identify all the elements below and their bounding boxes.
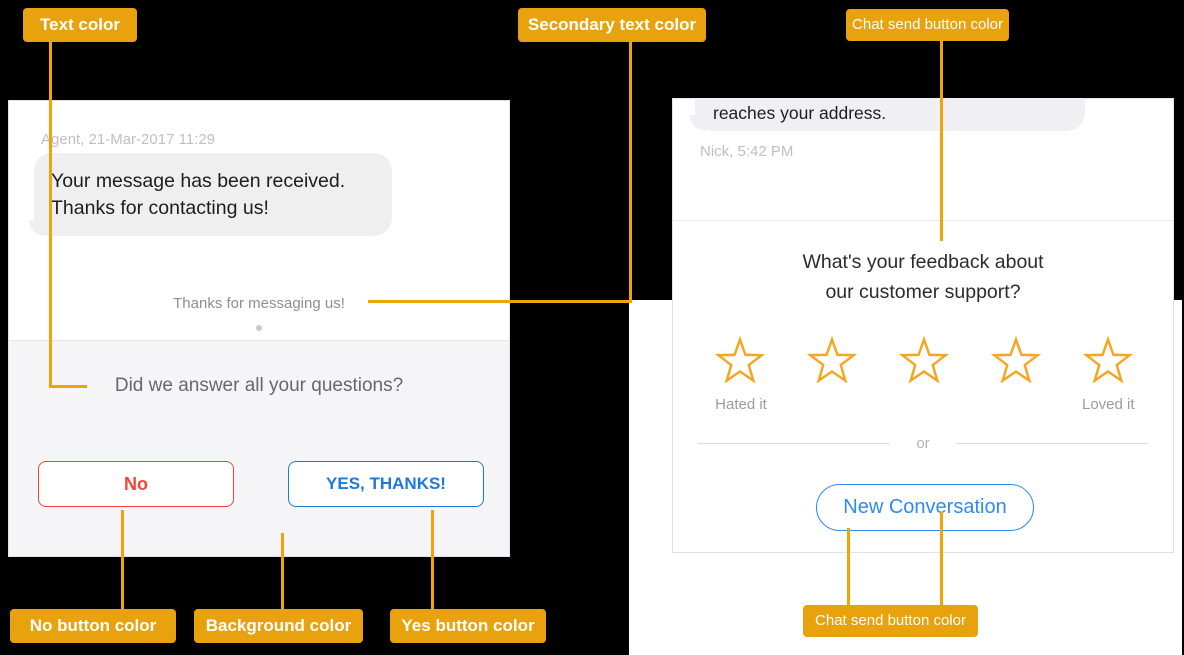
no-button-label: No [124,473,148,494]
no-button[interactable]: No [38,461,234,507]
annotation-background-color: Background color [194,609,363,643]
connector-new-conversation-right [940,512,943,606]
connector-yes-button [431,510,434,609]
bubble-tail [690,115,706,131]
agent-message-text: Your message has been received. Thanks f… [51,170,346,219]
bubble-tail [29,220,45,237]
divider-line [698,443,891,444]
or-divider: or [698,435,1148,452]
connector-no-button [121,510,124,609]
annotation-no-button-color: No button color [10,609,176,643]
agent-message-bubble: Your message has been received. Thanks f… [29,153,392,237]
rating-high-label: Loved it [1082,396,1135,413]
annotation-secondary-text-color: Secondary text color [518,8,706,42]
right-chat-panel: reaches your address. Nick, 5:42 PM What… [672,98,1174,553]
divider-line [955,443,1148,444]
star-icon[interactable] [1082,333,1134,385]
annotation-chat-send-button-color-top: Chat send button color [846,9,1009,41]
page-indicator-dot [256,325,262,331]
connector-secondary-horizontal [368,300,632,303]
survey-footer: Did we answer all your questions? No YES… [9,340,509,556]
agent-message-text: reaches your address. [713,103,887,123]
star-rating [714,333,1134,385]
connector-background [281,533,284,609]
yes-button[interactable]: YES, THANKS! [288,461,484,507]
section-divider [673,220,1173,221]
feedback-question: What's your feedback about our customer … [673,247,1173,307]
feedback-question-line1: What's your feedback about [802,251,1044,273]
left-chat-panel: Agent, 21-Mar-2017 11:29 Your message ha… [8,100,510,557]
connector-text-color-vertical [49,42,52,388]
yes-button-label: YES, THANKS! [326,474,446,493]
connector-text-color-horizontal [49,385,87,388]
rating-low-label: Hated it [715,396,767,413]
star-icon[interactable] [898,333,950,385]
star-icon[interactable] [806,333,858,385]
new-conversation-button[interactable]: New Conversation [816,484,1034,531]
agent-timestamp: Agent, 21-Mar-2017 11:29 [41,131,216,148]
agent-timestamp: Nick, 5:42 PM [700,143,794,160]
star-icon[interactable] [714,333,766,385]
or-text: or [916,435,930,452]
survey-question: Did we answer all your questions? [114,375,404,396]
star-icon[interactable] [990,333,1042,385]
secondary-text: Thanks for messaging us! [173,295,345,312]
connector-send-button-top [940,40,943,241]
annotation-text-color: Text color [23,8,137,42]
annotation-yes-button-color: Yes button color [390,609,546,643]
connector-secondary-vertical [629,42,632,303]
connector-new-conversation-left [847,528,850,606]
agent-message-bubble-partial: reaches your address. [690,98,1085,131]
feedback-question-line2: our customer support? [825,281,1021,304]
new-conversation-label: New Conversation [843,496,1007,518]
annotation-chat-send-button-color-bottom: Chat send button color [803,605,978,637]
